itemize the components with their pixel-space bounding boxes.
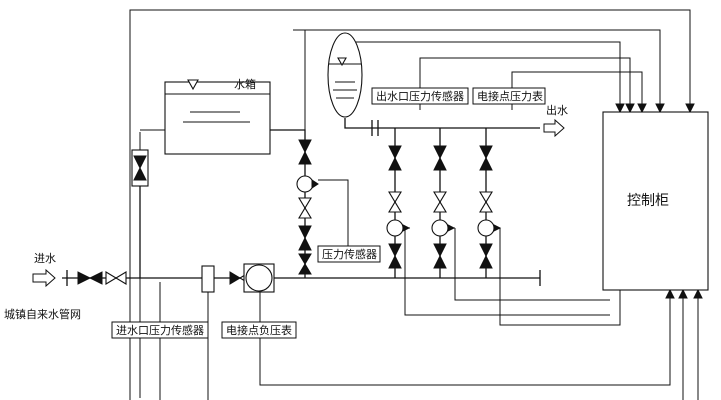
inlet-gate-b [88, 271, 103, 285]
pressure-tank [327, 32, 363, 118]
check-valve-1-bottom [298, 206, 312, 219]
contact-gauge-box [472, 87, 546, 105]
signal-pump2 [454, 228, 610, 301]
pump-column-2-devices [431, 145, 456, 269]
control-lines [129, 9, 703, 400]
outlet-arrow-icon [543, 118, 565, 138]
p2-gate-a [433, 145, 447, 160]
p3-check-b [479, 200, 493, 213]
bv3-top [298, 253, 312, 265]
tank-branch-valves [296, 139, 319, 275]
p1-gate-a [388, 145, 402, 160]
flow-arrows [32, 118, 565, 288]
water-inlet-label: 进水 [34, 252, 56, 265]
neg-gauge-box [221, 321, 297, 339]
pump-column-3-devices [477, 145, 502, 269]
pressure-tank-link [344, 118, 372, 129]
bv1-bottom [298, 150, 312, 165]
neg-gauge-dial [245, 264, 273, 292]
p1-gate-d [388, 254, 402, 269]
p2-gate-b [433, 156, 447, 171]
water-tank: 水箱 [164, 77, 271, 155]
contact-negative-pressure-gauge-label: 电接点负压表 [226, 323, 292, 337]
arrow-cab-2 [625, 103, 635, 114]
signal-pump1 [404, 228, 610, 316]
bv2-top [298, 225, 312, 240]
p2-gate-c [433, 243, 447, 258]
p2-check-a [433, 191, 447, 204]
pressure-tank-body [327, 32, 363, 118]
p3-gate-d [479, 254, 493, 269]
p1-gate-c [388, 243, 402, 258]
inlet-pressure-sensor-label: 进水口压力传感器 [116, 324, 204, 337]
p3-gate-b [479, 156, 493, 171]
bv1-top [298, 139, 312, 154]
tank-valve-top [133, 155, 147, 170]
control-cabinet [602, 111, 709, 291]
water-tank-label: 水箱 [234, 77, 256, 91]
inlet-pressure-sensor [201, 265, 215, 293]
control-cabinet-label: 控制柜 [627, 193, 669, 209]
branch-pump-circle [296, 175, 314, 193]
contact-pressure-gauge-label: 电接点压力表 [477, 89, 543, 103]
arrow-cab-b1 [665, 288, 675, 299]
arrow-cab-3 [637, 103, 647, 114]
arrow-cab-b2 [678, 288, 688, 299]
p3-check-a [479, 191, 493, 204]
check-valve-1-top [298, 197, 312, 210]
p2-gate-d [433, 254, 447, 269]
inlet-check-b [114, 271, 127, 285]
inlet-gate-a [77, 271, 92, 285]
tank-valve-bottom [133, 166, 147, 181]
pt-level-marker [337, 57, 347, 67]
pressure-sensor-label: 压力传感器 [322, 248, 377, 261]
bv3-bottom [298, 263, 312, 275]
p1-arrow [402, 224, 411, 232]
pump-column-1-devices [386, 145, 411, 269]
p2-arrow [447, 224, 456, 232]
arrow-cab-4 [655, 103, 665, 114]
tank-inlet-valve [131, 149, 149, 187]
p2-check-b [433, 200, 447, 213]
inlet-check-a [105, 271, 118, 285]
pump-2 [431, 219, 449, 237]
p1-check-b [388, 200, 402, 213]
arrow-cab-1 [615, 103, 625, 114]
outlet-pressure-sensor-label: 出水口压力传感器 [376, 89, 464, 103]
water-outlet-label: 出水 [546, 103, 568, 117]
signal-line-sensor [419, 57, 631, 112]
signal-pump3 [499, 228, 621, 326]
tank-level-marker [187, 79, 199, 91]
neg-valve-a [229, 271, 241, 285]
p1-check-a [388, 191, 402, 204]
inlet-arrow-icon [32, 268, 56, 288]
signal-neg-gauge [259, 290, 671, 386]
branch-pump-arrow [311, 179, 319, 189]
arrow-cab-5 [685, 103, 695, 114]
signal-line-top2 [293, 29, 661, 112]
bv2-bottom [298, 236, 312, 251]
signal-pressure-sensor [318, 179, 349, 260]
city-water-network-label: 城镇自来水管网 [4, 307, 81, 321]
inlet-devices [77, 263, 275, 293]
tank-body [164, 81, 271, 155]
signal-line-outer [129, 9, 691, 400]
pump-1 [386, 219, 404, 237]
outlet-sensor-box [371, 87, 469, 105]
p3-arrow [493, 224, 502, 232]
p1-gate-b [388, 156, 402, 171]
p3-gate-c [479, 243, 493, 258]
arrow-cab-b3 [693, 288, 703, 299]
pressure-sensor-box [317, 245, 381, 263]
inlet-sensor-box [111, 321, 209, 339]
p3-gate-a [479, 145, 493, 160]
pump-3 [477, 219, 495, 237]
